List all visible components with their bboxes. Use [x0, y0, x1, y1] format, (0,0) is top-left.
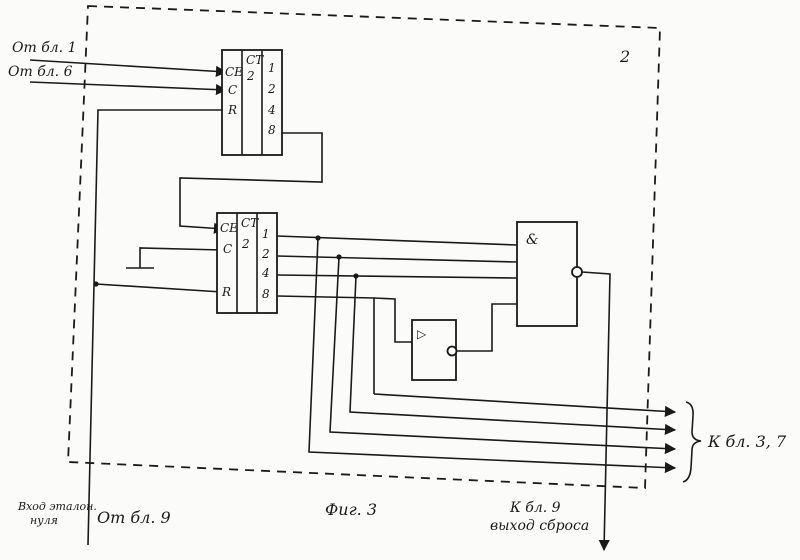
input-label-from-block-6: От бл. 6: [8, 64, 73, 80]
label-zero-input-line1: Вход эталон.: [17, 500, 97, 513]
counter1-pin-c: C: [228, 83, 237, 97]
counter1-ct-label: CT: [246, 53, 264, 67]
counter1-out-1: 1: [268, 61, 276, 75]
wire-out-2: [350, 276, 675, 430]
counter-2: CT 2 CE C R 1 2 4 8: [217, 213, 277, 313]
input-label-from-block-1: От бл. 1: [12, 40, 76, 56]
buffer-symbol: ▷: [417, 327, 427, 341]
output-brace: [683, 402, 701, 482]
label-zero-input-line2: нуля: [30, 514, 58, 527]
counter1-pin-r: R: [227, 103, 237, 117]
counter2-ct-label: CT: [241, 216, 259, 230]
counter2-pin-c: C: [223, 242, 232, 256]
counter1-pin-ce: CE: [225, 65, 243, 79]
counter2-radix-label: 2: [241, 237, 250, 251]
block-number: 2: [619, 47, 630, 66]
wire-out-1: [374, 394, 675, 412]
wire-q8-buffer: [277, 296, 374, 394]
counter2-out-1: 1: [262, 227, 270, 241]
label-reset-output: выход сброса: [490, 518, 589, 534]
counter2-pin-r: R: [221, 285, 231, 299]
wire-q4-and: [277, 275, 517, 278]
figure-caption: Фиг. 3: [325, 500, 377, 519]
counter1-radix-label: 2: [246, 69, 255, 83]
label-to-blocks-3-7: К бл. 3, 7: [707, 432, 787, 451]
counter2-out-8: 8: [262, 287, 270, 301]
counter1-out-8: 8: [268, 123, 276, 137]
wire-q1-and: [277, 236, 517, 245]
wire-reset-output: [582, 272, 610, 550]
wire-buffer-out: [457, 304, 517, 351]
counter2-pin-ce: CE: [220, 221, 238, 235]
and-gate: &: [517, 222, 582, 326]
and-gate-symbol: &: [526, 232, 538, 248]
counter2-out-2: 2: [261, 247, 270, 261]
buffer-element: ▷: [412, 320, 457, 380]
label-from-block-9: От бл. 9: [97, 508, 171, 527]
wire-c-counter1: [30, 82, 226, 90]
counter1-out-4: 4: [267, 103, 276, 117]
wire-buffer-in: [374, 298, 412, 342]
counter2-out-4: 4: [261, 266, 270, 280]
counter1-out-2: 2: [267, 82, 276, 96]
wire-reset-counter2: [96, 284, 222, 292]
counter-1: CT 2 CE C R 1 2 4 8: [222, 50, 282, 155]
wire-q2-and: [277, 256, 517, 262]
label-to-block-9: К бл. 9: [509, 500, 561, 516]
wire-ground: [140, 248, 222, 268]
wire-reset-main: [88, 110, 222, 545]
